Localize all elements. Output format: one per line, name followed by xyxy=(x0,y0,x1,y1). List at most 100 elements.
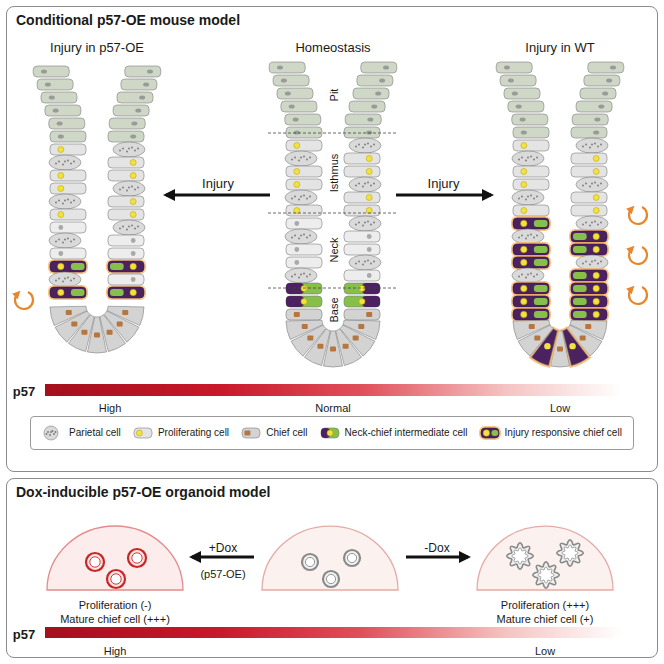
cell-marker-patch xyxy=(534,311,548,318)
parietal-granule xyxy=(300,235,302,237)
injury-responsive-chief-cell xyxy=(50,287,86,298)
prolif-cell xyxy=(513,166,549,177)
injury-glow xyxy=(48,285,88,300)
parietal-granule xyxy=(355,185,357,187)
pit-cell xyxy=(285,114,321,125)
parietal-granule xyxy=(64,161,66,163)
text-holder: Injury in WT xyxy=(525,38,594,56)
parietal-granule xyxy=(527,196,529,198)
pit-cell xyxy=(45,105,81,116)
injury-responsive-chief-cell xyxy=(513,309,549,320)
p57-gradient-bar xyxy=(45,627,622,638)
prolif-cell xyxy=(344,153,380,164)
parietal-granule xyxy=(373,144,375,146)
prolif-cell xyxy=(50,170,86,181)
parietal-cell xyxy=(285,151,317,166)
legend-text: Neck-chief intermediate cell xyxy=(345,427,468,439)
annotation-label: Mature chief cell (+) xyxy=(497,613,594,625)
parietal-granule xyxy=(67,199,69,201)
organoid-lumen xyxy=(347,553,356,562)
base-cell xyxy=(286,320,323,339)
zone-divider xyxy=(268,133,398,134)
legend-text: Chief cell xyxy=(266,427,307,439)
prolif-cell xyxy=(50,183,86,194)
parietal-granule xyxy=(291,198,293,200)
parietal-granule xyxy=(294,235,296,237)
parietal-granule xyxy=(291,237,293,239)
cell-nucleus xyxy=(544,343,550,349)
parietal-cell xyxy=(44,426,58,440)
pit-cell xyxy=(33,66,69,77)
cell-nucleus xyxy=(371,105,377,109)
cell-nucleus xyxy=(131,122,137,126)
cell-nucleus xyxy=(593,195,599,201)
cell-nucleus xyxy=(53,109,59,113)
prolif-cell xyxy=(513,140,549,151)
parietal-granule xyxy=(70,202,72,204)
cell-marker-patch xyxy=(110,289,124,296)
cell-nucleus xyxy=(307,336,313,341)
parietal-granule xyxy=(358,144,360,146)
parietal-cell xyxy=(349,216,381,231)
gland-heading: Homeostasis xyxy=(295,40,370,55)
organoid-lumen xyxy=(305,557,314,566)
parietal-granule xyxy=(364,222,366,224)
neck-cell xyxy=(108,235,144,246)
matrigel-dome xyxy=(262,526,398,590)
parietal-granule xyxy=(309,196,311,198)
parietal-granule xyxy=(521,157,523,159)
zone-label: Base xyxy=(328,297,340,322)
pit-cell xyxy=(286,127,322,138)
parietal-granule xyxy=(309,274,311,276)
parietal-granule xyxy=(70,163,72,165)
injury-responsive-chief-cell xyxy=(513,244,549,255)
parietal-granule xyxy=(137,226,139,228)
cell-marker-patch xyxy=(71,263,85,270)
cell-nucleus xyxy=(366,169,372,175)
parietal-granule xyxy=(128,187,130,189)
cell-marker-patch xyxy=(573,272,587,279)
organoid-lumen xyxy=(538,567,554,583)
cell-nucleus xyxy=(521,182,527,188)
prolif-cell xyxy=(286,140,322,151)
parietal-granule xyxy=(131,225,133,227)
neck-cell xyxy=(108,248,144,259)
cell-nucleus xyxy=(294,312,300,317)
parietal-granule xyxy=(58,239,60,241)
legend-icon xyxy=(478,425,502,441)
cell-nucleus xyxy=(521,208,527,214)
cell-nucleus xyxy=(130,263,136,269)
cell-marker-patch xyxy=(534,246,548,253)
parietal-granule xyxy=(589,147,591,149)
cell-nucleus xyxy=(58,289,64,295)
parietal-granule xyxy=(597,224,599,226)
parietal-granule xyxy=(370,146,372,148)
zone-divider xyxy=(268,213,398,214)
parietal-granule xyxy=(594,221,596,223)
organoid-lumen xyxy=(132,553,142,563)
parietal-granule xyxy=(119,150,121,152)
legend-entry: Chief cell xyxy=(239,425,307,441)
parietal-cell xyxy=(512,229,544,244)
legend-text: Proliferating cell xyxy=(158,427,229,439)
cell-nucleus xyxy=(57,122,63,126)
parietal-granule xyxy=(126,229,128,231)
pit-cell xyxy=(572,114,608,125)
cell-marker-patch xyxy=(534,220,548,227)
neck-chief-intermediate-cell xyxy=(286,296,322,307)
prolif-cell xyxy=(571,205,607,216)
parietal-granule xyxy=(50,431,52,433)
chief-cell xyxy=(50,306,87,325)
organoid-lumen xyxy=(562,545,578,561)
parietal-cell xyxy=(285,190,317,205)
panel-title: Conditional p57-OE mouse model xyxy=(16,12,240,28)
cell-nucleus xyxy=(58,186,64,192)
annotation-label: Mature chief cell (+++) xyxy=(60,613,170,625)
parietal-granule xyxy=(585,261,587,263)
cell-nucleus xyxy=(593,272,599,278)
parietal-granule xyxy=(62,242,64,244)
parietal-granule xyxy=(73,239,75,241)
proliferation-arrow xyxy=(629,207,647,224)
parietal-granule xyxy=(73,278,75,280)
neck-cell xyxy=(50,222,86,233)
